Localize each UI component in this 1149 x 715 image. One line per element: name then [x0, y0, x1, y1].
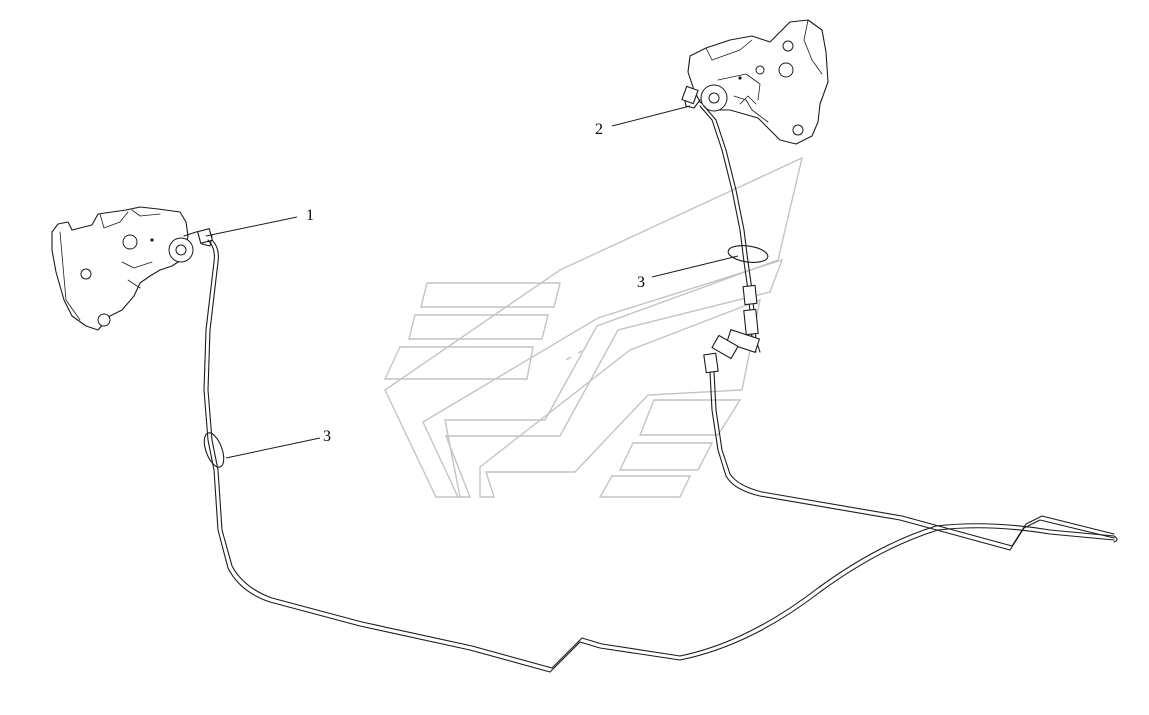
right-hood-latch: [681, 19, 829, 145]
callout-3-left: 3: [323, 428, 331, 445]
callout-1: 1: [306, 207, 314, 224]
cables: [203, 105, 1118, 673]
watermark-logo: [383, 156, 804, 498]
callout-2: 2: [595, 121, 603, 138]
left-hood-latch: [51, 206, 213, 331]
leader-lines: [205, 105, 739, 459]
callout-3-right: 3: [637, 274, 645, 291]
callout-labels: 1 2 3 3: [306, 121, 645, 445]
